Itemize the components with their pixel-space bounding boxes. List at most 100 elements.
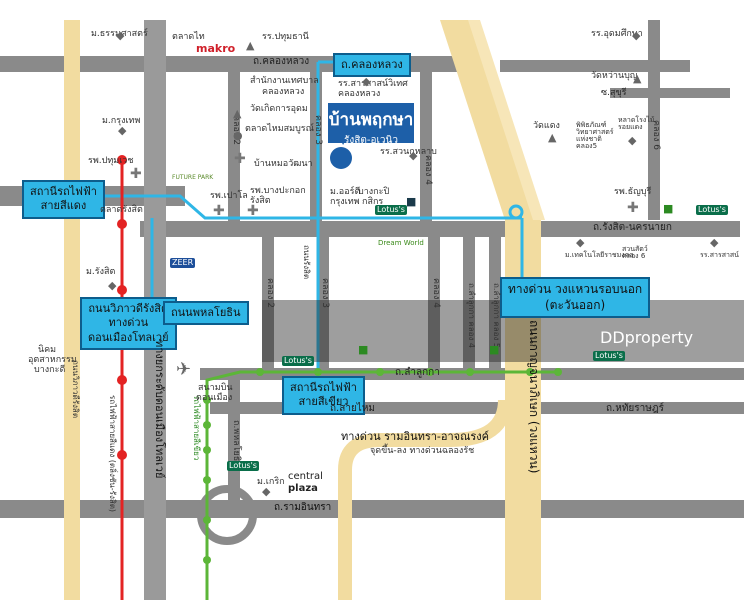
- school-icon: ◆: [118, 124, 127, 137]
- temple-icon: ▲: [633, 72, 642, 85]
- school-icon: ◆: [710, 236, 719, 249]
- place-suan-rot: สวนสัตว์คลอง 6: [622, 245, 648, 260]
- school-icon: ◆: [116, 29, 125, 42]
- school-icon: ◆: [108, 279, 117, 292]
- place-talad-thai: ตลาดไท: [172, 32, 205, 42]
- hospital-icon: ✚: [627, 200, 639, 216]
- callout-khlong-luang: ถ.คลองหลวง: [333, 53, 411, 78]
- place-pathum-thani: รร.ปทุมธานี: [262, 32, 309, 42]
- place-bangkapi-1: บางกะปิ: [358, 187, 390, 197]
- place-rr-sarasin: รร.สารสาสน์: [700, 251, 739, 259]
- road-lam-luk-ka-4: ถ.ลำลูกกา คลอง 4: [467, 283, 476, 349]
- hospital-icon: ✚: [130, 166, 142, 182]
- road-vibhavadi-v: ทางยกระดับดอนเมืองโทลเวย์: [153, 340, 166, 479]
- pin-icon: ▼: [340, 137, 347, 146]
- road-vibhavadi-left-v: ถนนวิภาวดีรังสิต: [71, 360, 80, 419]
- place-municipality-1: สำนักงานเทศบาล: [250, 76, 319, 86]
- road-ram-intra: ถ.รามอินทรา: [274, 502, 332, 513]
- place-nikhom-2: อุตสาหกรรม: [28, 355, 77, 365]
- road-khlong-4: คลอง 4: [423, 155, 433, 185]
- place-m-bangkok-2: กรุงเทพ: [330, 197, 360, 207]
- school-icon: ◆: [362, 75, 371, 88]
- road-khlong-2-low: คลอง 2: [265, 278, 275, 308]
- school-icon: ◆: [632, 29, 641, 42]
- place-suan-doncheng-1: สนามบิน: [198, 383, 233, 393]
- place-m-thammasat: ม.ธรรมศาสตร์: [91, 29, 148, 39]
- place-rr-udomsuksa: รร.อุดมศึกษา: [591, 29, 643, 39]
- hospital-icon: ✚: [213, 203, 225, 219]
- lotus-badge-2: Lotus's: [696, 205, 728, 215]
- temple-icon: ▲: [246, 39, 255, 52]
- place-municipality-2: คลองหลวง: [262, 87, 305, 97]
- place-suankulab: รร.สวนกุหลาบ: [380, 147, 437, 157]
- road-khlong-3: คลอง 3: [313, 115, 323, 145]
- callout-ram-intra-exp: ทางด่วน รามอินทรา-อาจณรงค์: [341, 430, 489, 443]
- road-red-line-v: รถไฟฟ้าสายสีแดง (ตลิ่งชัน-รังสิต): [108, 395, 117, 513]
- temple-icon: ▲: [233, 107, 242, 120]
- hospital-icon: ✚: [234, 151, 246, 167]
- road-lam-luk-ka: ถ.ลำลูกกา: [395, 367, 440, 378]
- school-icon: ◆: [409, 149, 418, 162]
- place-suan-doncheng-2: ดอนเมือง: [196, 393, 233, 403]
- place-rp-bangpakok-2: รังสิต: [250, 196, 271, 206]
- place-plaza: plaza: [288, 483, 318, 494]
- school-icon: ◆: [262, 485, 271, 498]
- hospital-icon: ✚: [247, 203, 259, 219]
- place-rp-bangpakok-1: รพ.บางปะกอก: [250, 186, 306, 196]
- road-soi-sukhi: ซ.สุขุรี: [601, 88, 627, 98]
- road-khlong-luang: ถ.คลองหลวง: [253, 56, 310, 67]
- market-icon: ■: [663, 202, 674, 215]
- shop-icon: ●: [233, 129, 243, 142]
- place-m-rangsit: ม.รังสิต: [86, 267, 116, 277]
- callout-red-station: สถานีรถไฟฟ้าสายสีแดง: [22, 180, 105, 219]
- school-icon: ◆: [576, 236, 585, 249]
- road-rangsit-rd-v: ถนนรังสิต: [302, 245, 311, 280]
- lotus-badge-5: Lotus's: [227, 461, 259, 471]
- lotus-badge-4: Lotus's: [593, 351, 625, 361]
- place-rp-phayao: รพ.เปาโล: [210, 191, 248, 201]
- road-rangsit-nakhon-nayok: ถ.รังสิต-นครนายก: [593, 222, 672, 233]
- place-future-park: FUTURE PARK: [172, 174, 214, 181]
- market-icon: ■: [358, 343, 369, 356]
- road-khlong-4-low: คลอง 4: [431, 278, 441, 308]
- place-wat-ban: วัดแดง: [533, 121, 560, 131]
- place-rp-thanyaburi: รพ.ธัญบุรี: [614, 187, 652, 197]
- watermark-text: DDproperty: [600, 328, 694, 347]
- road-green-line-v: รถไฟฟ้าสายสีเขียว: [192, 395, 201, 461]
- road-khlong-3-low: คลอง 3: [320, 278, 330, 308]
- place-home-wattana: บ้านหมอวัฒนา: [254, 159, 313, 169]
- school-icon: ◆: [628, 134, 637, 147]
- project-subtitle: รังสิต-อเวนิว: [344, 135, 398, 146]
- callout-outer-ring: ทางด่วน วงแหวนรอบนอก(ตะวันออก): [500, 277, 651, 319]
- lotus-badge-3: Lotus's: [282, 356, 314, 366]
- place-wat-nongbun: วัดหว่านบุญ: [591, 71, 638, 81]
- place-talad-nongmai: ตลาดไหมสมบูรณ์: [245, 124, 314, 134]
- market-icon: ■: [489, 343, 500, 356]
- project-name: บ้านพฤกษา: [328, 110, 414, 130]
- project-marker[interactable]: บ้านพฤกษา รังสิต-อเวนิว: [328, 103, 414, 146]
- place-talad-rangsit: ตลาดรังสิต: [100, 205, 143, 215]
- place-bangkapi-2: กสิกร: [362, 197, 384, 207]
- place-nikhom-3: บางกะดี: [34, 365, 66, 375]
- zeer-badge: ZEER: [170, 258, 196, 268]
- callout-phahonyothin: ถนนพหลโยธิน: [163, 301, 249, 326]
- place-m-krungthep: ม.กรุงเทพ: [102, 116, 141, 126]
- temple-icon: ▲: [548, 131, 557, 144]
- road-khlong-5: ถ.ลำลูกกา คลอง 5: [492, 283, 501, 349]
- place-museum: พิพิธภัณฑ์วิทยาศาสตร์แห่งชาติคลอง5: [576, 121, 614, 150]
- place-sarasas-1: รร.สารสาสน์วิเทศ: [338, 79, 408, 89]
- place-nikhom-1: นิคม: [38, 345, 57, 355]
- road-sai-mai: ถ.สายไหม: [330, 403, 376, 414]
- lotus-badge-1: Lotus's: [375, 205, 407, 215]
- road-kanchanaphisek-v: ถนนกาญจนาภิเษก (วงแหวน): [527, 320, 541, 474]
- callout-green-station: สถานีรถไฟฟ้าสายสีเขียว: [282, 376, 365, 415]
- road-hathai-rat: ถ.หทัยราษฎร์: [606, 403, 664, 414]
- place-m-tech-rmutt: ม.เทคโนโลยีราชมงคล: [565, 251, 634, 259]
- place-watkeekang: วัดเกิดการอุดม: [250, 104, 308, 114]
- callout-vibhavadi: ถนนวิภาวดีรังสิตทางด่วนดอนเมืองโทลเวย์: [80, 297, 177, 350]
- place-rk-nakorn: หลาดโรงไม้รอยแดง: [618, 116, 655, 131]
- place-sarasas-2: คลองหลวง: [338, 89, 381, 99]
- mall-icon: ■: [406, 195, 417, 208]
- place-central: central: [288, 471, 323, 482]
